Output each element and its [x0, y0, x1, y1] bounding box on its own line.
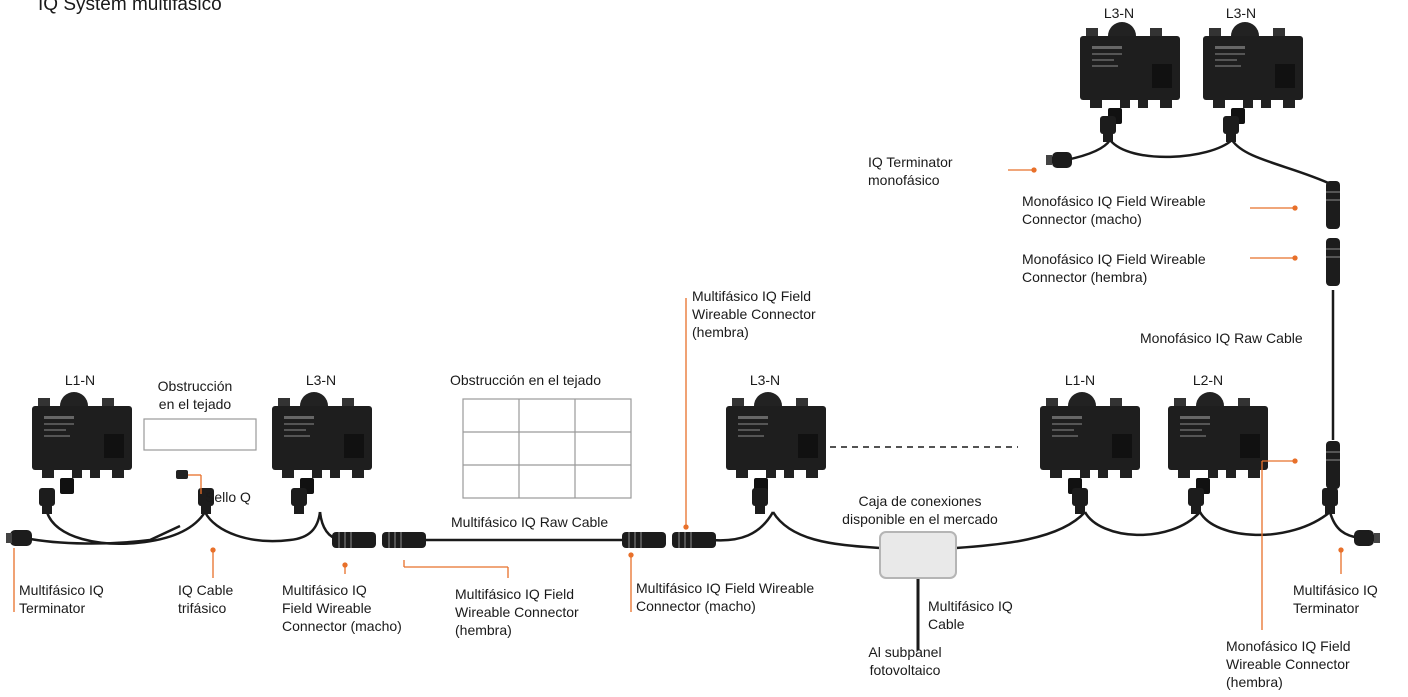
roof-obstruction-small	[143, 418, 257, 451]
diagram-title: IQ System multifásico	[38, 0, 222, 15]
connector-icon	[1326, 441, 1340, 489]
phase-label-l1n: L1-N	[1064, 372, 1096, 388]
connector-icon	[1326, 238, 1340, 286]
cable-segment	[771, 511, 881, 550]
q-seal-label: Sello Q	[205, 489, 251, 505]
connector-icon	[622, 532, 666, 548]
connector-icon	[1223, 116, 1239, 142]
phase-label-l2n: L2-N	[1192, 372, 1224, 388]
field-wireable-connector-macho-label: Multifásico IQ Field Wireable Connector …	[282, 582, 402, 634]
connector-icon	[291, 488, 307, 514]
iq-cable-trifasico-label: IQ Cable trifásico	[178, 582, 234, 616]
subpanel-label: Al subpanel fotovoltaico	[868, 644, 942, 678]
mono-field-wireable-connector-hembra-label: Monofásico IQ Field Wireable Connector (…	[1022, 251, 1206, 285]
microinverter-icon	[32, 392, 132, 494]
phase-label-l1n: L1-N	[64, 372, 96, 388]
cable-segment	[1198, 511, 1331, 537]
field-wireable-connector-hembra-label: Multifásico IQ Field Wireable Connector …	[455, 586, 579, 638]
cable-segment	[955, 511, 1086, 550]
microinverter-icon	[272, 392, 372, 494]
connector-icon	[39, 488, 55, 514]
cable-segment	[1230, 139, 1334, 187]
connector-icon	[1326, 181, 1340, 229]
connector-icon	[672, 532, 716, 548]
microinverter-icon	[1080, 22, 1180, 124]
roof-obstruction-small-label: Obstrucción en el tejado	[157, 378, 233, 412]
field-wireable-connector-macho-label: Multifásico IQ Field Wireable Connector …	[636, 580, 815, 614]
cable-segment	[1065, 139, 1112, 162]
mono-field-wireable-connector-hembra-label: Monofásico IQ Field Wireable Connector (…	[1226, 638, 1351, 690]
terminator-icon	[1046, 152, 1072, 168]
mono-field-wireable-connector-macho-label: Monofásico IQ Field Wireable Connector (…	[1022, 193, 1206, 227]
cable-segment	[1083, 511, 1201, 537]
phase-label-l3n: L3-N	[1103, 5, 1135, 21]
microinverter-icon	[1168, 392, 1268, 494]
iq-cable-label: Multifásico IQ Cable	[928, 598, 1013, 632]
connector-icon	[1072, 488, 1088, 514]
roof-obstruction-large-label: Obstrucción en el tejado	[450, 372, 601, 388]
microinverter-icon	[1040, 392, 1140, 494]
mono-terminator-label: IQ Terminator monofásico	[868, 154, 953, 188]
connector-icon	[1188, 488, 1204, 514]
terminator-icon	[1354, 530, 1380, 546]
terminator-label: Multifásico IQ Terminator	[1293, 582, 1378, 616]
cable-segment	[24, 524, 181, 545]
cable-segment	[203, 511, 322, 543]
terminator-label: Multifásico IQ Terminator	[19, 582, 104, 616]
connector-icon	[752, 488, 768, 514]
connector-icon	[1100, 116, 1116, 142]
q-seal-icon	[176, 470, 188, 479]
connector-icon	[1322, 488, 1338, 514]
roof-obstruction-large-grid	[462, 398, 632, 499]
connector-icon	[332, 532, 376, 548]
junction-box-icon	[879, 531, 957, 579]
terminator-icon	[6, 530, 32, 546]
phase-label-l3n: L3-N	[1225, 5, 1257, 21]
microinverter-icon	[726, 392, 826, 494]
phase-label-l3n: L3-N	[305, 372, 337, 388]
microinverter-icon	[1203, 22, 1303, 124]
junction-box-label: Caja de conexiones disponible en el merc…	[842, 493, 998, 527]
field-wireable-connector-hembra-label: Multifásico IQ Field Wireable Connector …	[692, 288, 816, 340]
raw-cable-label: Multifásico IQ Raw Cable	[451, 514, 609, 530]
callout-lines	[13, 167, 1344, 630]
cable-segment	[45, 511, 207, 545]
connector-icon	[382, 532, 426, 548]
cable-segment	[1109, 139, 1233, 159]
phase-label-l3n: L3-N	[749, 372, 781, 388]
cable-segment	[711, 511, 775, 542]
mono-raw-cable-label: Monofásico IQ Raw Cable	[1140, 330, 1303, 346]
